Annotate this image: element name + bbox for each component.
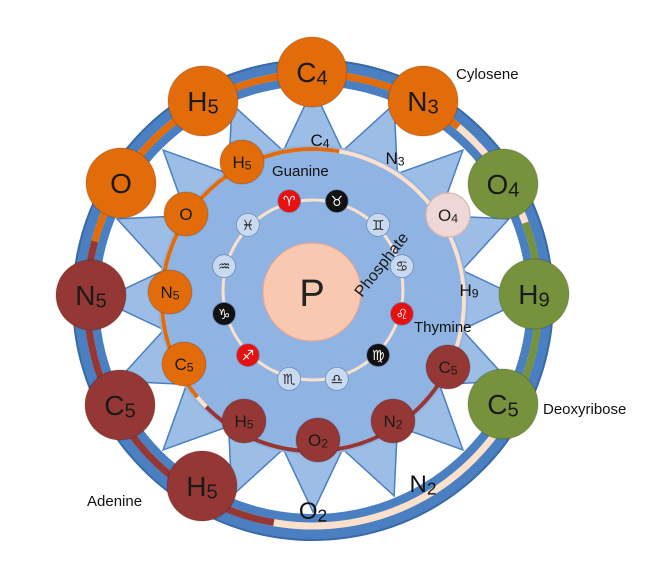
node-circle: [467, 368, 539, 440]
node-outer-n3: N3: [387, 65, 459, 137]
zodiac-virgo-icon: ♍: [366, 343, 391, 368]
node-label: O: [110, 168, 132, 199]
svg-text:♓: ♓: [242, 217, 255, 233]
zodiac-libra-icon: ♎: [324, 366, 349, 391]
label-c4: C4: [310, 131, 329, 151]
zodiac-pisces-icon: ♓: [235, 212, 260, 237]
node-inner-h5-orange: H5: [219, 139, 265, 185]
label-n3: N3: [385, 149, 404, 169]
node-outer-c5-maroon: C5: [84, 369, 156, 441]
node-label: C5: [487, 389, 518, 421]
zodiac-aries-icon: ♈: [277, 189, 302, 214]
node-circle: [219, 139, 265, 185]
node-circle: [163, 191, 209, 237]
node-outer-o: O: [85, 147, 157, 219]
node-outer-n5: N5: [55, 259, 127, 331]
node-label: H5: [234, 412, 253, 431]
zodiac-capricorn-icon: ♑: [212, 301, 237, 326]
zodiac-leo-icon: ♌: [389, 301, 414, 326]
node-circle: [55, 259, 127, 331]
node-label: H9: [518, 279, 549, 311]
node-label: H5: [187, 86, 218, 118]
node-label: N5: [75, 280, 106, 312]
zodiac-sagittarius-icon: ♐: [235, 343, 260, 368]
label-n2: N2: [410, 471, 437, 498]
label-cylosene: Cylosene: [456, 66, 519, 83]
svg-text:♈: ♈: [283, 193, 296, 209]
center-label: P: [299, 273, 324, 315]
node-outer-c5-green: C5: [467, 368, 539, 440]
node-inner-h5-maroon: H5: [221, 398, 267, 444]
zodiac-symbols: ♉ ♊ ♋ ♌ ♍ ♎ ♏ ♐ ♑ ♒ ♓ ♈: [212, 189, 414, 391]
svg-text:♉: ♉: [331, 193, 344, 209]
node-circle: [276, 36, 348, 108]
center-circle: [262, 242, 362, 342]
node-label: N2: [383, 412, 402, 431]
node-circle: [370, 398, 416, 444]
node-circle: [425, 344, 471, 390]
node-outer-h9: H9: [498, 258, 570, 330]
node-circle: [161, 341, 207, 387]
node-circle: [387, 65, 459, 137]
node-label: C5: [438, 358, 457, 377]
svg-text:♐: ♐: [242, 347, 255, 363]
svg-text:♍: ♍: [372, 347, 385, 363]
label-deoxyribose: Deoxyribose: [543, 401, 626, 418]
svg-text:♒: ♒: [218, 258, 231, 274]
label-o2: O2: [299, 498, 327, 525]
node-circle: [467, 148, 539, 220]
node-inner-o: O: [163, 191, 209, 237]
node-inner-o2: O2: [295, 417, 341, 463]
node-circle: [167, 65, 239, 137]
node-circle: [425, 192, 471, 238]
node-circle: [147, 269, 193, 315]
node-label: N5: [160, 283, 179, 302]
node-inner-c5-orange: C5: [161, 341, 207, 387]
label-adenine: Adenine: [87, 493, 142, 510]
zodiac-cancer-icon: ♋: [389, 254, 414, 279]
zodiac-scorpio-icon: ♏: [277, 366, 302, 391]
node-outer-h5-orange: H5: [167, 65, 239, 137]
node-outer-c4: C4: [276, 36, 348, 108]
node-inner-n2: N2: [370, 398, 416, 444]
svg-text:♋: ♋: [396, 258, 409, 274]
node-inner-n5: N5: [147, 269, 193, 315]
label-h9: H9: [459, 281, 478, 301]
node-label: H5: [232, 153, 251, 172]
svg-text:♊: ♊: [372, 217, 385, 233]
node-inner-c5-maroon: C5: [425, 344, 471, 390]
node-circle: [84, 369, 156, 441]
svg-text:♌: ♌: [396, 306, 409, 322]
node-label: O4: [487, 169, 520, 201]
zodiac-aquarius-icon: ♒: [212, 254, 237, 279]
svg-text:♏: ♏: [283, 371, 296, 387]
node-circle: [166, 450, 238, 522]
node-inner-o4: O4: [425, 192, 471, 238]
zodiac-taurus-icon: ♉: [324, 189, 349, 214]
node-label: O: [179, 205, 192, 224]
node-label: O2: [308, 431, 328, 450]
node-label: H5: [186, 471, 217, 503]
node-label: C5: [104, 390, 135, 422]
node-label: O4: [438, 206, 458, 225]
label-guanine: Guanine: [272, 163, 329, 180]
label-thymine: Thymine: [414, 319, 472, 336]
node-outer-h5-maroon: H5: [166, 450, 238, 522]
svg-text:♑: ♑: [218, 306, 231, 322]
node-outer-o4: O4: [467, 148, 539, 220]
node-circle: [295, 417, 341, 463]
node-circle: [85, 147, 157, 219]
svg-text:♎: ♎: [331, 371, 344, 387]
node-label: C4: [296, 57, 327, 89]
zodiac-ring: [221, 198, 405, 382]
node-label: N3: [407, 86, 438, 118]
zodiac-gemini-icon: ♊: [366, 212, 391, 237]
node-label: C5: [174, 355, 193, 374]
node-circle: [498, 258, 570, 330]
node-circle: [221, 398, 267, 444]
